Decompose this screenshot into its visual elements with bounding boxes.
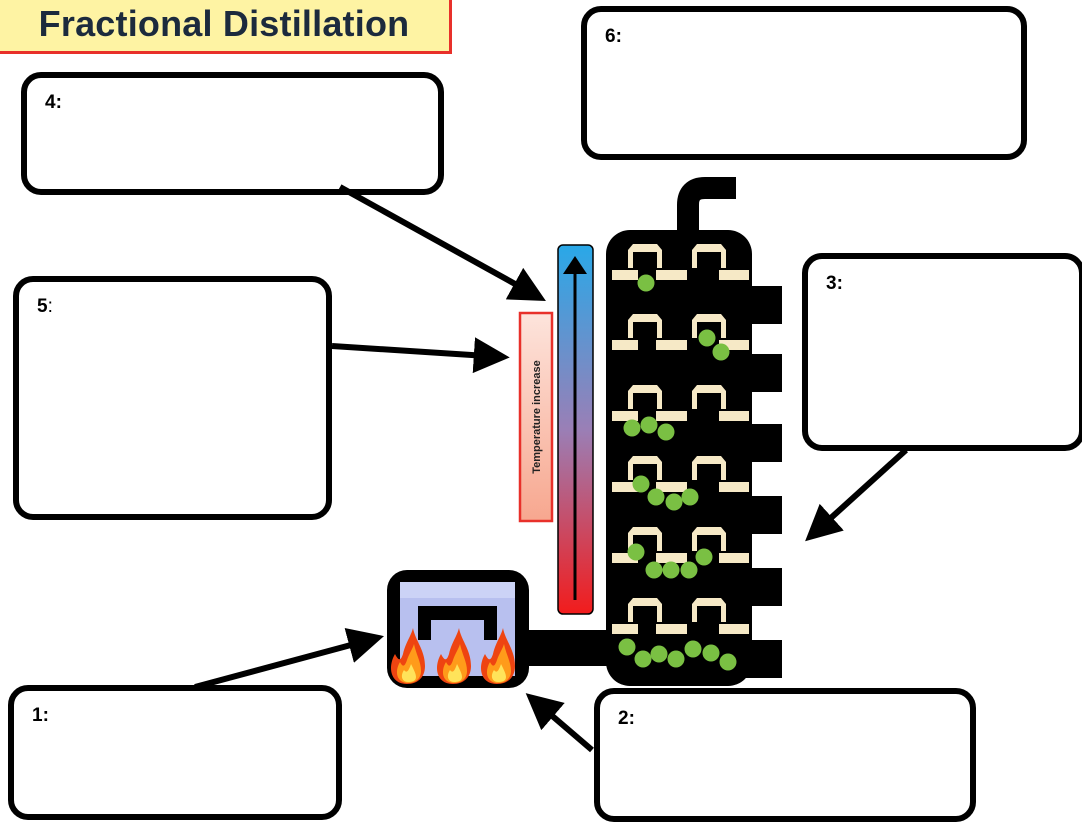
tray-plate [656,553,687,563]
box-5-colon: : [47,296,53,317]
tray-plate [719,270,749,280]
tray-plate [612,411,638,421]
molecule [719,653,737,671]
molecule [698,329,716,347]
arrow-box1 [194,628,385,690]
molecule [637,274,655,292]
molecule [662,561,680,579]
fractionating-column [606,230,752,686]
molecule [681,488,699,506]
molecule [623,419,641,437]
molecule [667,650,685,668]
temperature-label: Temperature increase [518,311,554,523]
tray-plate [656,624,687,634]
tray-plate [656,340,687,350]
column-trays [612,244,749,671]
arrow-box5 [331,337,510,374]
molecule [684,640,702,658]
temperature-label-text: Temperature increase [531,360,543,474]
answer-box-6[interactable]: 6: [581,6,1027,160]
box-2-label: 2: [618,708,635,729]
furnace [387,570,610,688]
tray-plate [656,270,687,280]
arrow-box2 [525,693,594,753]
molecule [640,416,658,434]
tray-plate [719,624,749,634]
tray-plate [719,482,749,492]
molecule [702,644,720,662]
tray-plate [612,270,638,280]
box-4-label: 4: [45,92,62,113]
answer-box-5[interactable]: 5: [13,276,332,520]
box-1-label: 1: [32,705,49,726]
tray-plate [656,411,687,421]
box-5-number: 5 [37,296,48,317]
molecule [695,548,713,566]
molecule [618,638,636,656]
molecule [634,650,652,668]
molecule [632,475,650,493]
arrow-box3 [805,447,909,542]
molecule [665,493,683,511]
tray-plate [719,411,749,421]
top-pipe [677,177,736,240]
box-5-label: 5: [37,296,53,318]
tray-plate [612,482,638,492]
molecule [712,343,730,361]
tray-plate [719,553,749,563]
tray-plate [612,340,638,350]
molecule [680,561,698,579]
title-banner: Fractional Distillation [0,0,452,54]
tray-plate [656,482,687,492]
tray-plate [719,340,749,350]
molecule [627,543,645,561]
page-title: Fractional Distillation [38,3,410,44]
molecule [657,423,675,441]
answer-box-3[interactable]: 3: [802,253,1082,451]
answer-box-4[interactable]: 4: [21,72,444,195]
tray-plate [612,553,638,563]
molecule [650,645,668,663]
tray-plate [612,624,638,634]
molecule [645,561,663,579]
box-3-label: 3: [826,273,843,294]
temperature-gradient-bar [557,244,594,615]
box-6-label: 6: [605,26,622,47]
pointer-arrows [194,184,909,753]
arrow-box4 [338,184,546,302]
molecule [647,488,665,506]
